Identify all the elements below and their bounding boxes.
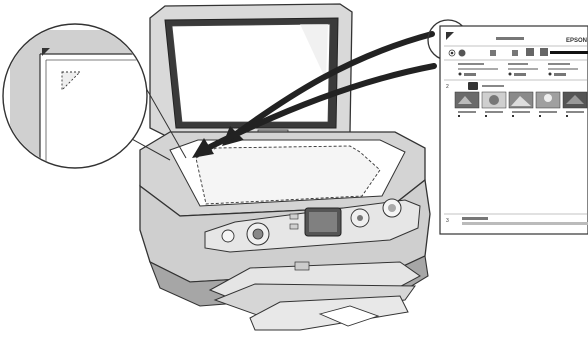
- scanner-lid: [150, 4, 352, 138]
- section-marker: 3: [446, 218, 449, 224]
- document-outline: [196, 146, 380, 204]
- photo-thumbnails: [455, 92, 587, 108]
- index-sheet-brand: EPSON: [566, 38, 587, 44]
- option-rows: [458, 63, 578, 76]
- printer-scanner: [140, 4, 430, 330]
- section-marker: 2: [446, 84, 449, 90]
- output-tray: [210, 262, 420, 330]
- index-sheet: EPSON: [440, 26, 588, 234]
- left-button-icon[interactable]: [290, 224, 298, 229]
- power-button-icon[interactable]: [222, 230, 234, 242]
- left-button-icon[interactable]: [290, 214, 298, 219]
